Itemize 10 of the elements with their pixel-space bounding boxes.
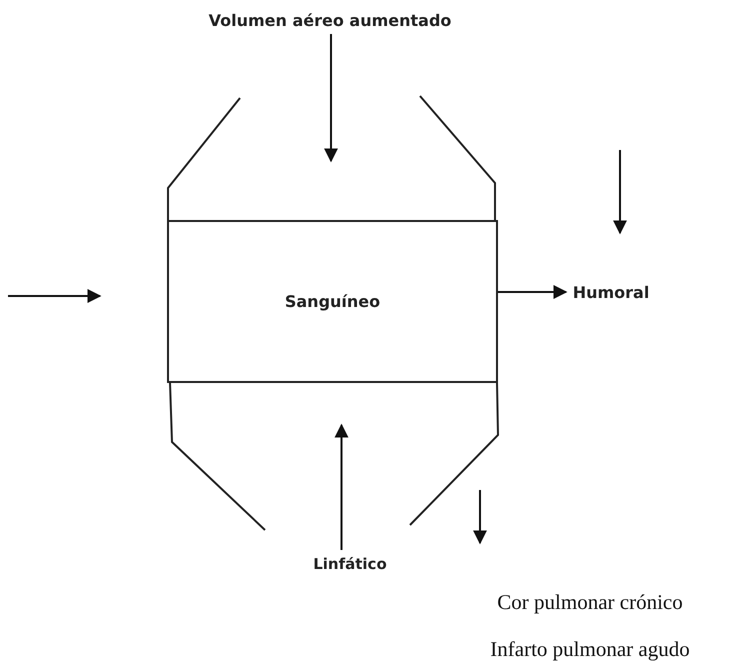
arrow xyxy=(498,285,568,299)
node-label: Volumen aéreo aumentado xyxy=(208,10,452,30)
arrow xyxy=(334,424,348,550)
band-label: Sanguíneo xyxy=(284,292,380,311)
compartment-band xyxy=(167,220,498,383)
note-text: Cor pulmonar crónico xyxy=(497,590,683,615)
node-label: Humoral xyxy=(572,282,650,302)
arrow xyxy=(324,34,338,162)
note-text: Infarto pulmonar agudo xyxy=(490,637,690,662)
node-label: Linfático xyxy=(313,555,387,573)
